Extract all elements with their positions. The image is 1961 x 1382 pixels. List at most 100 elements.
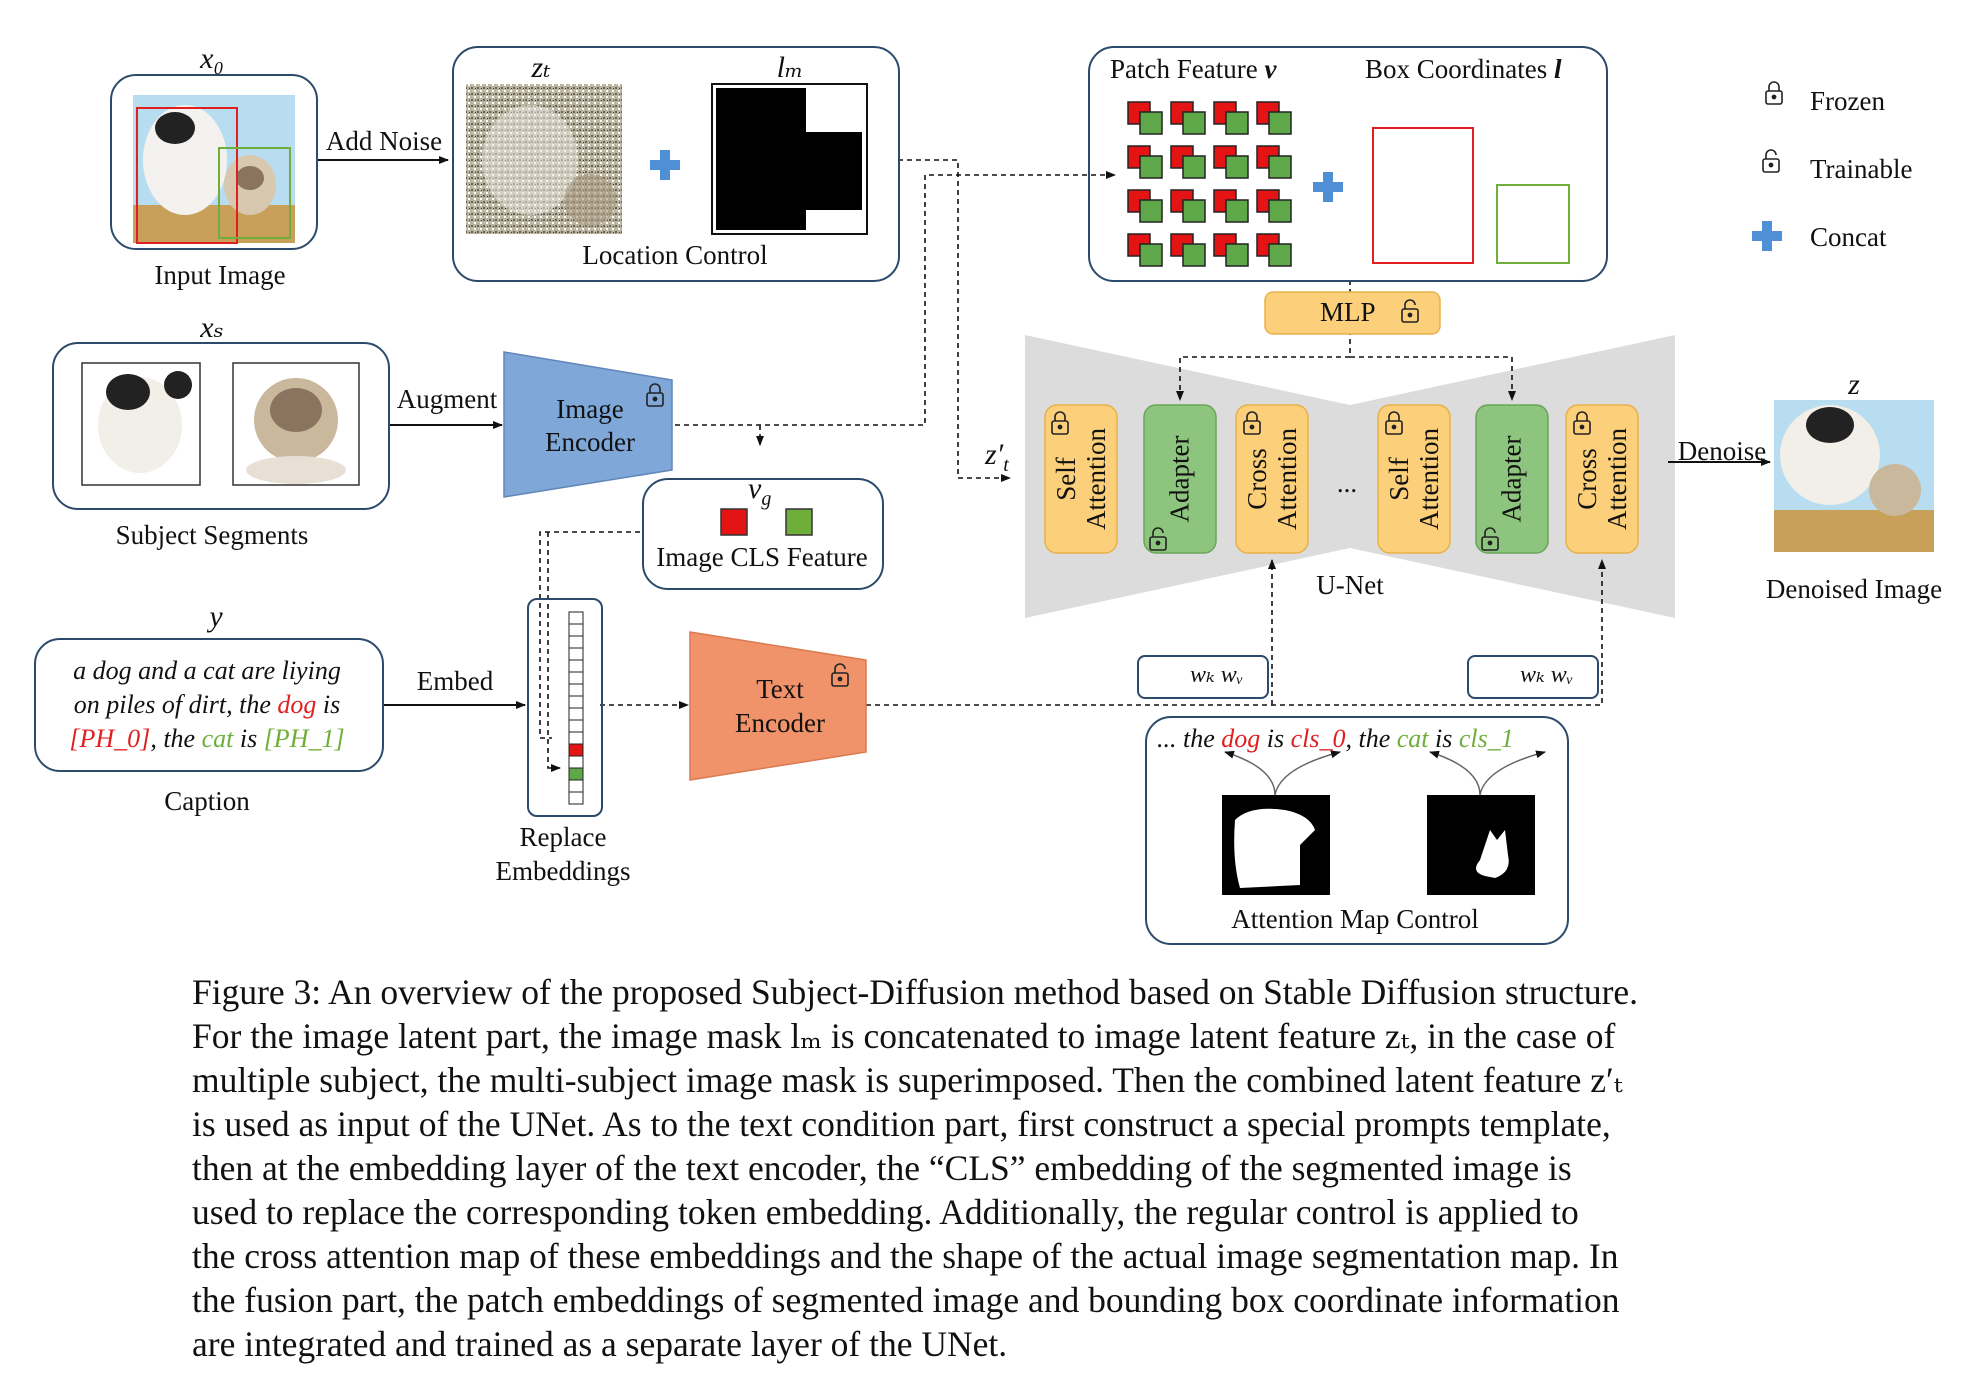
self-attention-block-2 [1377,404,1451,554]
patch-cell-green [1182,111,1206,135]
y-label: y [209,600,223,633]
patch-cell-green [1182,155,1206,179]
augment-label: Augment [396,384,498,414]
patch-cell-green [1139,199,1163,223]
patch-cell-green [1182,199,1206,223]
image-cls-feature-box [642,478,884,590]
patch-feature-grid [1127,101,1292,267]
cls-square-green [785,508,813,536]
caption-line: used to replace the corresponding token … [192,1192,1579,1232]
self-attention-1-lock-icon [1051,411,1069,435]
replace-embeddings-box [527,598,603,817]
caption-line: the fusion part, the patch embeddings of… [192,1280,1620,1320]
diagram-canvas [81,81,1934,895]
text-encoder-lock-icon [831,663,849,687]
legend-trainable-lock-icon [1762,149,1780,173]
patch-feature-arrow [675,171,1116,426]
legend-trainable-label: Trainable [1810,154,1913,184]
cross-attention-2-lock-icon [1573,411,1591,435]
caption-input-box [34,638,384,772]
mlp-adapter2-arrow [1350,356,1516,401]
caption-line: then at the embedding layer of the text … [192,1148,1572,1188]
adapter-block-1 [1143,404,1217,554]
legend-concat-label: Concat [1810,222,1887,252]
input-image-illustration [133,95,295,244]
xs-label: xₛ [200,311,224,344]
wkwv-box-1 [1137,655,1269,699]
cross-attention-block-1 [1235,404,1309,554]
attention-map-dog [1222,795,1330,895]
box-coord-green [1496,184,1570,264]
patch-cell-green [1225,243,1249,267]
wkwv-label-1: wₖ wᵥ [1190,662,1244,688]
unet-ellipsis: ... [1336,468,1358,498]
text-encoder-label-1: Text [756,674,804,704]
patch-cell-green [1139,111,1163,135]
mlp-label: MLP [1320,297,1376,327]
image-cls-feature-label: Image CLS Feature [656,542,868,572]
adapter-block-2 [1475,404,1549,554]
caption-label: Caption [164,786,250,816]
caption-line: multiple subject, the multi-subject imag… [192,1060,1623,1100]
vg-label: vg [748,472,772,510]
concat-plus-icon-1 [650,150,680,180]
unet-blocks [1044,404,1639,554]
replace-embeddings-label-2: Embeddings [495,856,631,886]
caption-line: For the image latent part, the image mas… [192,1016,1616,1056]
patch-cell-green [1139,155,1163,179]
box-coord-red [1372,127,1474,264]
cross-attention-block-2 [1565,404,1639,554]
adapter-label-2: Adapter [1496,435,1527,523]
lm-label: lₘ [776,51,804,84]
caption-line: the cross attention map of these embeddi… [192,1236,1619,1276]
unet-label: U-Net [1316,570,1384,600]
caption-line: is used as input of the UNet. As to the … [192,1104,1611,1144]
embedding-column [568,611,584,805]
patch-cell-green [1268,111,1292,135]
image-encoder-label-1: Image [556,394,624,424]
box-coordinates-label: Box Coordinates l [1365,54,1562,84]
patch-cell-green [1225,111,1249,135]
attention-map-control-box [1145,716,1569,945]
cls-square-red [720,508,748,536]
patch-cell-green [1139,243,1163,267]
adapter-2-lock-icon [1481,527,1499,551]
mlp-lock-icon [1401,299,1419,323]
cls-replace-line-2 [547,532,561,772]
self-attention-block-1 [1044,404,1118,554]
patch-box-coordinates-box [1088,46,1608,282]
attention-text: ... the dog is cls_0, the cat is cls_1 [1157,724,1514,753]
z-label: z [1848,368,1860,401]
replace-embeddings-label-1: Replace [519,822,607,852]
text-to-cross2-arrow [866,559,1606,706]
legend-frozen-lock-icon [1765,81,1783,105]
caption-line: Figure 3: An overview of the proposed Su… [192,972,1639,1012]
zt-label: zₜ [531,51,551,84]
wkwv-label-2: wₖ wᵥ [1520,662,1574,688]
denoise-label: Denoise [1677,436,1767,466]
figure: x₀ Input Image Add Noise zₜ lₘ Location … [34,42,1942,945]
location-control-label: Location Control [582,240,768,270]
legend-frozen-label: Frozen [1810,86,1885,116]
subject-segments-box [52,342,390,510]
caption-line: are integrated and trained as a separate… [192,1324,1008,1364]
caption-text: a dog and a cat are liying on piles of d… [69,656,345,753]
input-image-box [110,74,318,250]
patch-cell-green [1225,155,1249,179]
patch-cell-green [1268,199,1292,223]
attention-map-control-label: Attention Map Control [1231,904,1479,934]
subject-segment-dog [81,362,201,486]
self-attention-2-lock-icon [1385,411,1403,435]
text-encoder-label-2: Encoder [735,708,825,738]
patch-cell-green [1268,155,1292,179]
patch-feature-label: Patch Feature v [1110,54,1277,84]
image-encoder-label-2: Encoder [545,427,635,457]
location-mask [711,83,868,235]
patch-cell-green [1268,243,1292,267]
concat-plus-icon-2 [1313,172,1343,202]
wkwv-box-2 [1467,655,1599,699]
image-encoder-shape [503,351,673,498]
